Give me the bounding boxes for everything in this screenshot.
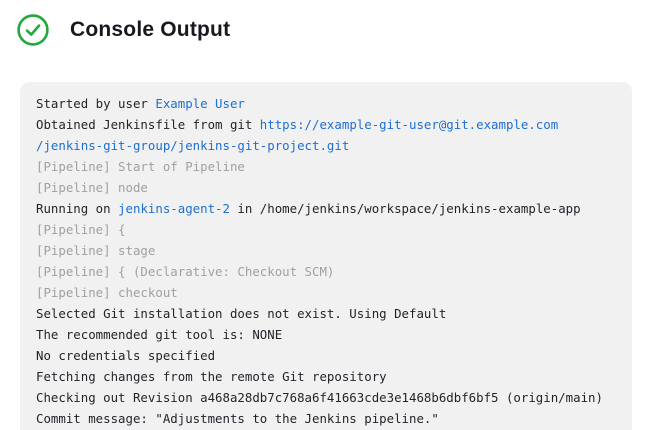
console-line: Started by user Example User [36,93,616,114]
console-line: Commit message: "Adjustments to the Jenk… [36,408,616,429]
console-text: Commit message: "Adjustments to the Jenk… [36,411,439,426]
console-line: [Pipeline] checkout [36,282,616,303]
console-pipeline-text: [Pipeline] { (Declarative: Checkout SCM) [36,264,335,279]
console-line: Selected Git installation does not exist… [36,303,616,324]
console-link[interactable]: jenkins-agent-2 [118,201,230,216]
console-link[interactable]: Example User [155,96,245,111]
console-pipeline-text: [Pipeline] node [36,180,148,195]
console-line: The recommended git tool is: NONE [36,324,616,345]
console-pipeline-text: [Pipeline] Start of Pipeline [36,159,245,174]
console-pipeline-text: [Pipeline] checkout [36,285,178,300]
console-pipeline-text: [Pipeline] stage [36,243,156,258]
console-line: Fetching changes from the remote Git rep… [36,366,616,387]
console-line: Obtained Jenkinsfile from git https://ex… [36,114,616,135]
console-line: Running on jenkins-agent-2 in /home/jenk… [36,198,616,219]
console-line: No credentials specified [36,345,616,366]
console-text: No credentials specified [36,348,216,363]
console-line: /jenkins-git-group/jenkins-git-project.g… [36,135,616,156]
page-title: Console Output [70,18,231,41]
console-link[interactable]: https://example-git-user@git.example.com [259,117,559,132]
console-line: [Pipeline] Start of Pipeline [36,156,616,177]
console-text: Started by user [36,96,156,111]
console-text: Running on [36,201,119,216]
console-text: Checking out Revision a468a28db7c768a6f4… [36,390,603,405]
console-pipeline-text: [Pipeline] { [36,222,126,237]
console-text: The recommended git tool is: NONE [36,327,283,342]
console-text: Obtained Jenkinsfile from git [36,117,260,132]
console-link[interactable]: /jenkins-git-group/jenkins-git-project.g… [36,138,350,153]
console-line: [Pipeline] node [36,177,616,198]
console-line: [Pipeline] { (Declarative: Checkout SCM) [36,261,616,282]
console-text: in /home/jenkins/workspace/jenkins-examp… [229,201,581,216]
console-line: [Pipeline] { [36,219,616,240]
console-line: Checking out Revision a468a28db7c768a6f4… [36,387,616,408]
console-text: Fetching changes from the remote Git rep… [36,369,387,384]
console-output-header: Console Output [17,14,650,46]
console-text: Selected Git installation does not exist… [36,306,447,321]
success-check-icon [17,14,49,46]
console-line: [Pipeline] stage [36,240,616,261]
